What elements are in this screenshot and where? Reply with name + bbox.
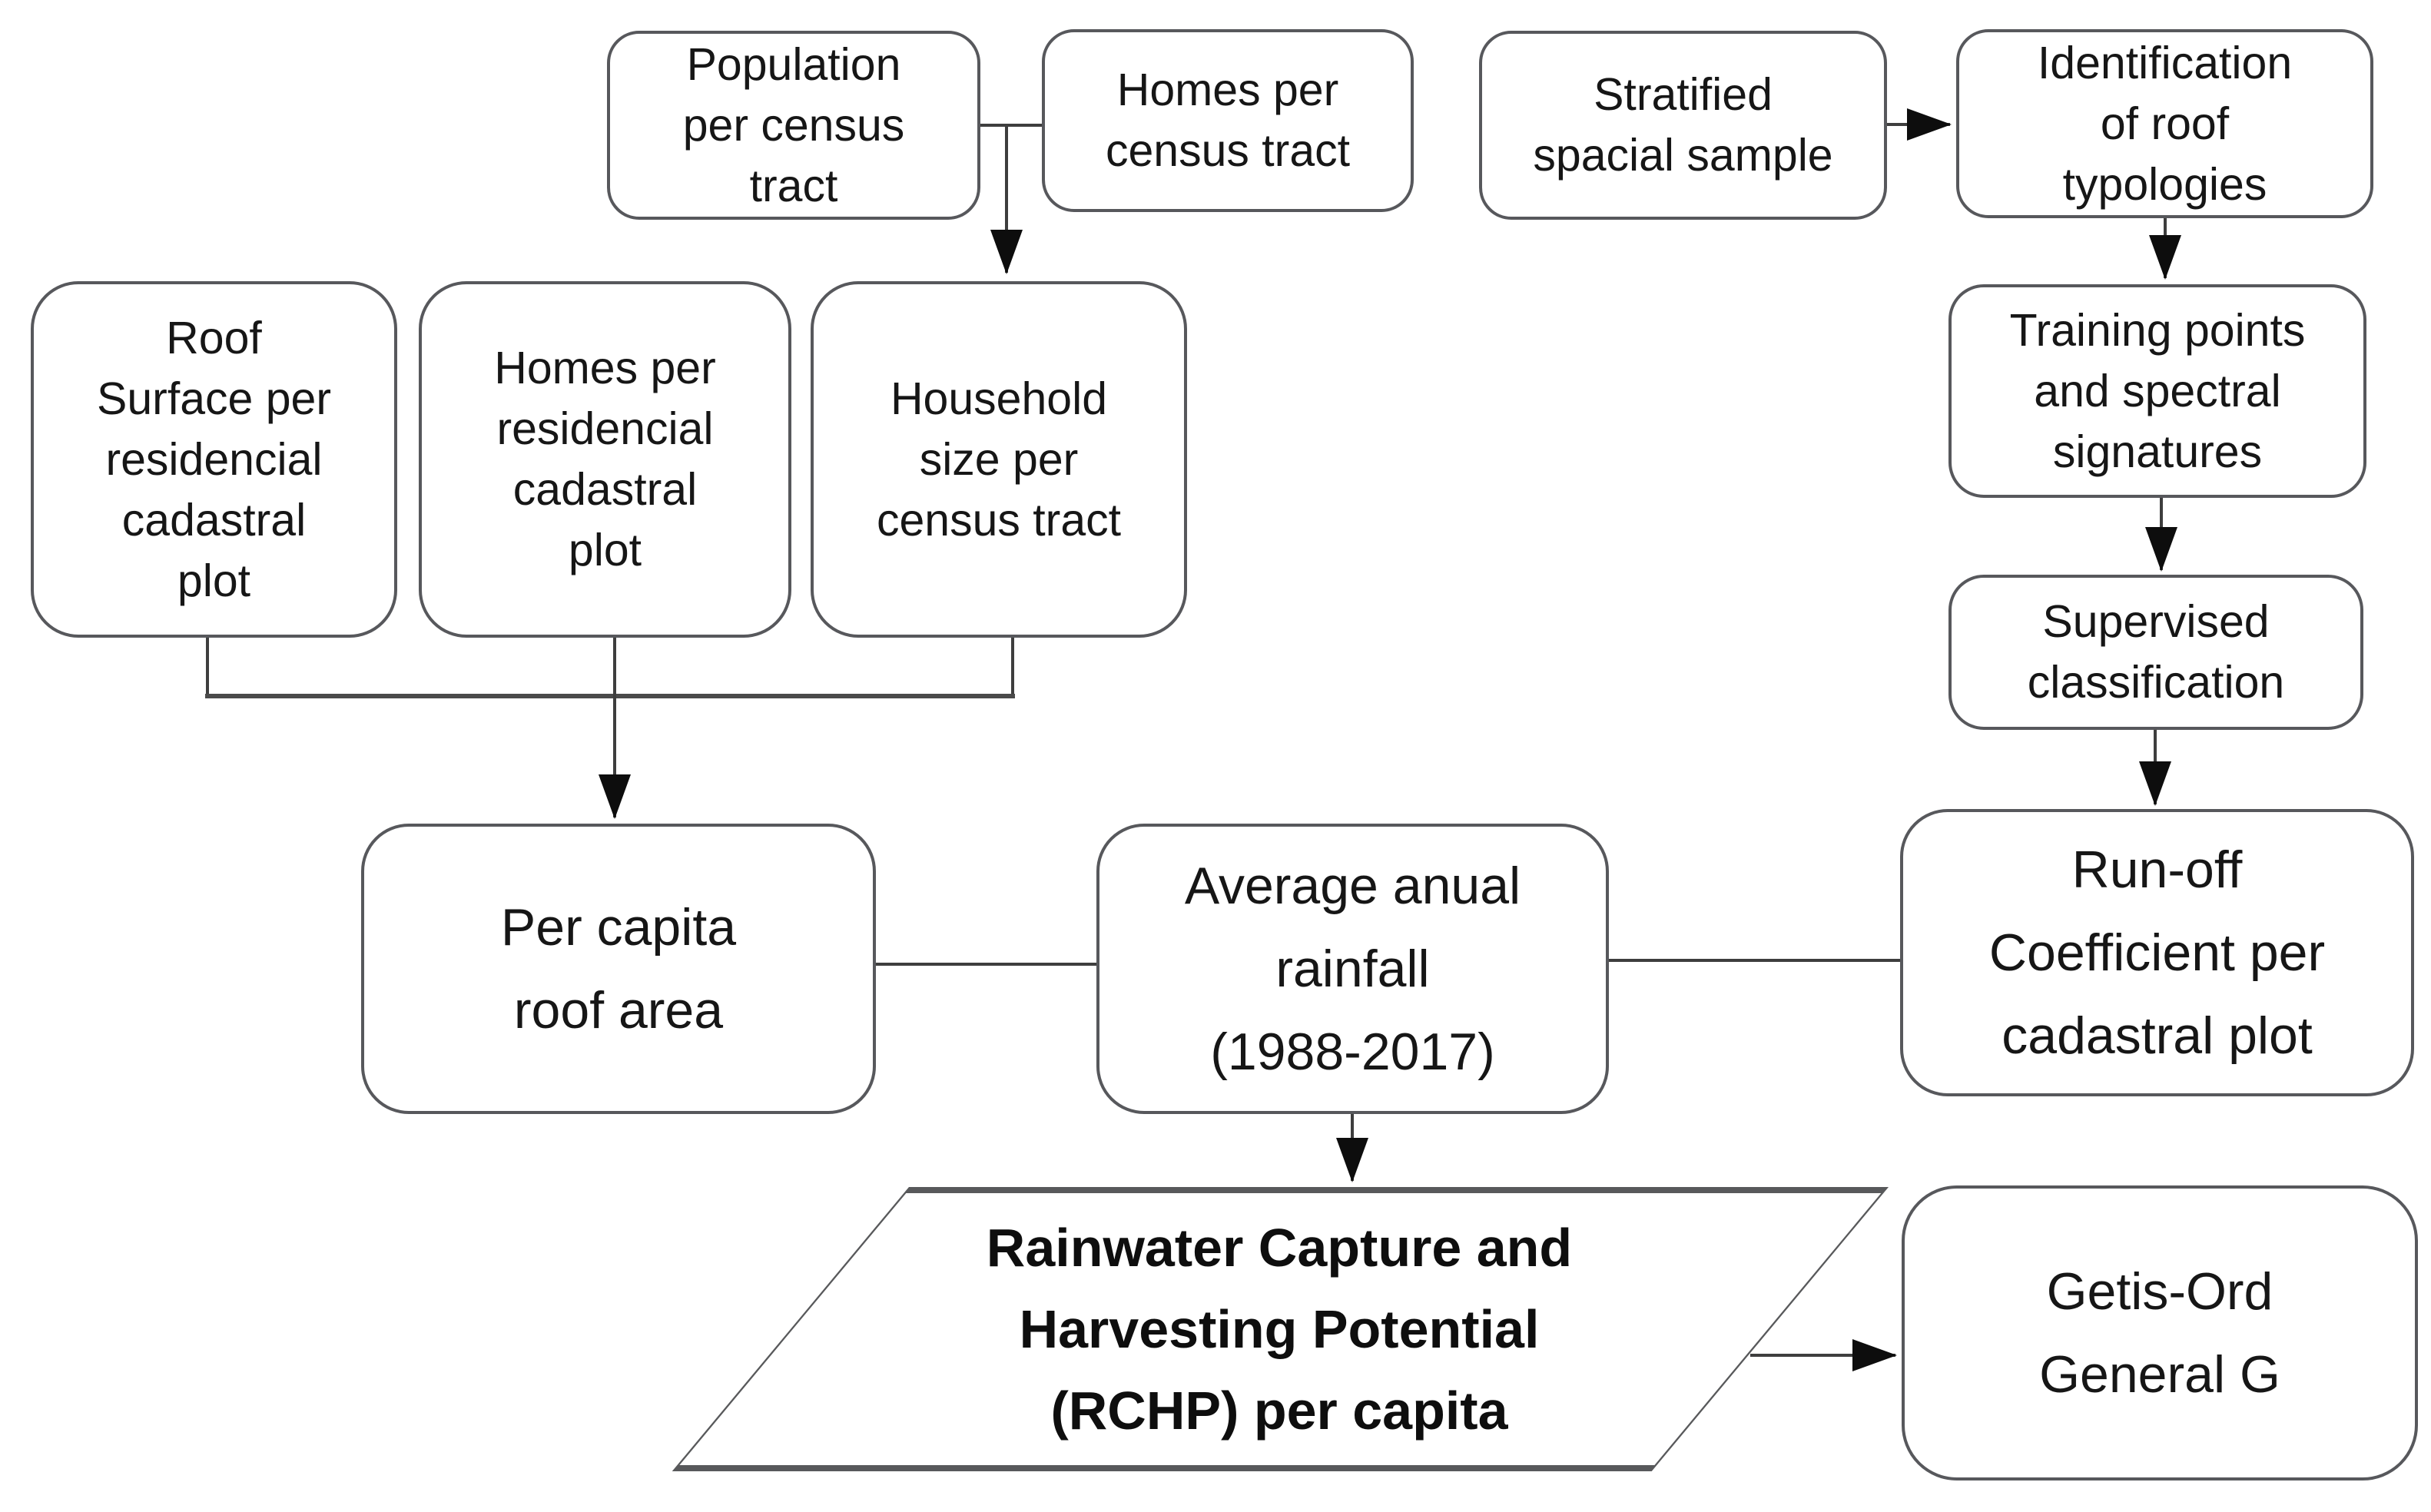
node-stratified-spacial-sample: Stratified spacial sample	[1479, 31, 1887, 220]
node-per-capita-roof-area: Per capita roof area	[361, 824, 876, 1114]
node-rchp-per-capita-label: Rainwater Capture and Harvesting Potenti…	[986, 1218, 1573, 1441]
node-population-per-census-tract: Population per census tract	[607, 31, 980, 220]
node-getis-ord-general-g: Getis-Ord General G	[1902, 1185, 2418, 1480]
node-roof-surface-per-residencial-cadastral-plot: Roof Surface per residencial cadastral p…	[31, 281, 397, 638]
node-homes-per-residencial-cadastral-plot: Homes per residencial cadastral plot	[419, 281, 791, 638]
node-supervised-classification: Supervised classification	[1948, 575, 2363, 730]
node-household-size-per-census-tract: Household size per census tract	[811, 281, 1187, 638]
node-identification-of-roof-typologies: Identification of roof typologies	[1956, 29, 2373, 218]
node-homes-per-census-tract: Homes per census tract	[1042, 29, 1414, 212]
node-average-anual-rainfall: Average anual rainfall (1988-2017)	[1096, 824, 1609, 1114]
node-training-points-and-spectral-signatures: Training points and spectral signatures	[1948, 284, 2366, 498]
node-run-off-coefficient-per-cadastral-plot: Run-off Coefficient per cadastral plot	[1900, 809, 2414, 1096]
